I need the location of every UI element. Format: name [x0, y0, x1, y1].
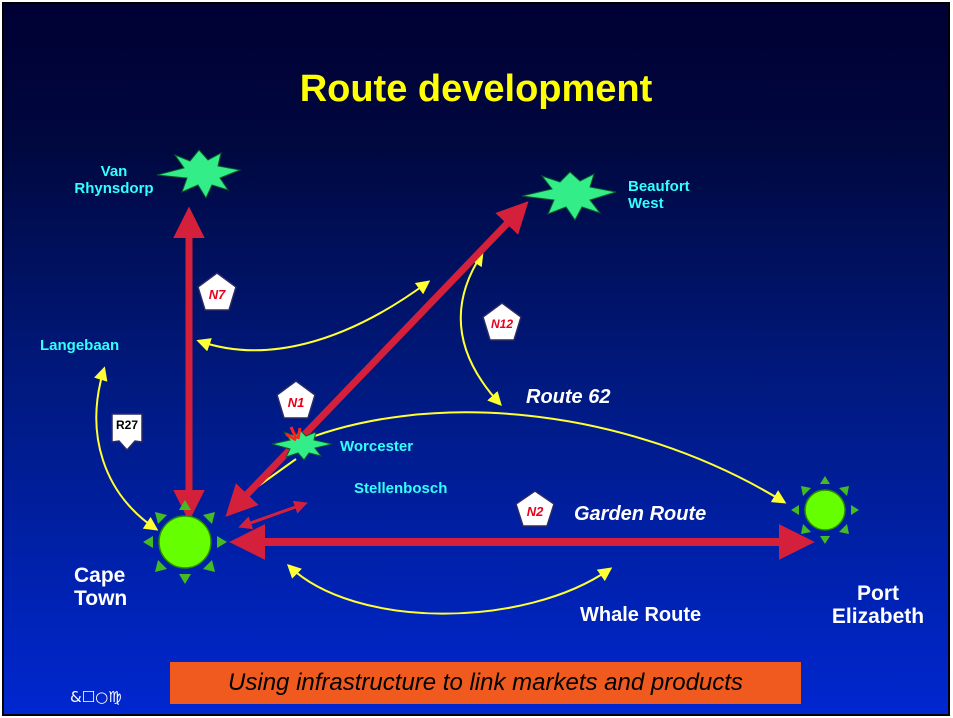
n7-shield [197, 272, 237, 311]
label-port-elizabeth: Port Elizabeth [831, 582, 925, 629]
label-stellenbosch: Stellenbosch [354, 480, 448, 497]
label-route-62: Route 62 [526, 386, 611, 408]
label-langebaan: Langebaan [40, 337, 120, 354]
n2-shield-label: N2 [526, 504, 544, 519]
worcester-marker [271, 429, 333, 461]
label-garden-route: Garden Route [574, 503, 707, 525]
cape-town-marker [143, 500, 227, 584]
slide-title: Route development [299, 68, 653, 110]
n1-shield [276, 380, 316, 419]
whale-route-curve [286, 564, 613, 615]
port-elizabeth-marker [791, 476, 859, 544]
logo: &☐○♍ [70, 688, 122, 706]
label-worcester: Worcester [340, 438, 414, 455]
label-beaufort-west: Beaufort West [628, 178, 690, 212]
n1-shield-label: N1 [287, 395, 305, 410]
n12-shield-label: N12 [490, 317, 513, 331]
stellenbosch-road [238, 500, 308, 530]
r27-route-curve [94, 366, 159, 531]
worcester-red-spark [285, 426, 302, 442]
label-van-rhynsdorp: Van Rhynsdorp [74, 163, 154, 197]
n2-shield [515, 490, 555, 527]
beaufort-west-marker [521, 171, 617, 221]
n12-shield [482, 302, 522, 341]
n1-highway [225, 201, 529, 517]
label-cape-town: Cape Town [74, 564, 128, 611]
n7-shield-label: N7 [208, 287, 226, 302]
r27-shield-label: R27 [115, 418, 138, 432]
van-rhynsdorp-marker [156, 149, 242, 200]
footer-banner: Using infrastructure to link markets and… [170, 662, 801, 704]
r27-shield [111, 413, 143, 452]
route-map [94, 149, 859, 615]
label-whale-route: Whale Route [580, 604, 702, 626]
banner-text: Using infrastructure to link markets and… [228, 669, 743, 696]
